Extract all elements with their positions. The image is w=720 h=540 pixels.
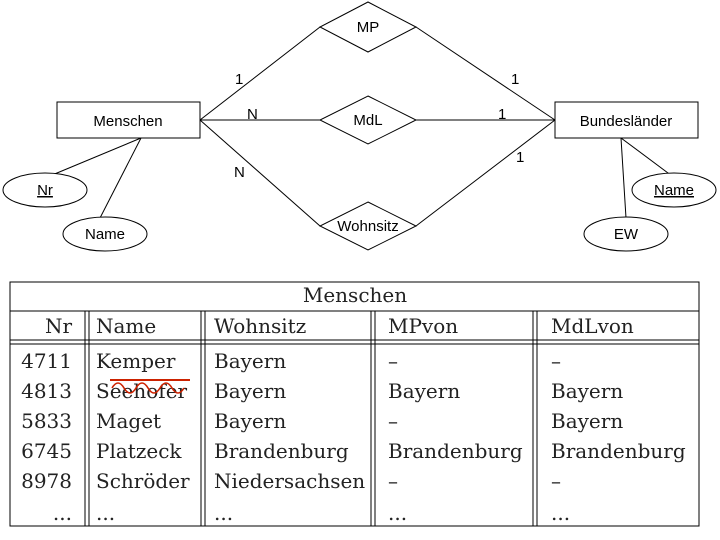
entity-menschen: Menschen [56,101,201,139]
relationship-mp: MP [318,1,418,53]
table-cell: – [388,409,398,433]
entity-bundeslaender: Bundesländer [554,101,699,139]
table-cell: Kemper [96,349,176,373]
column-header: Wohnsitz [214,314,306,338]
table-row: ............... [53,501,570,525]
table-row: 5833 Maget Bayern – Bayern [21,409,623,433]
svg-text:Name: Name [654,182,694,199]
svg-text:EW: EW [614,226,639,243]
cardinality-mp-bundeslaender: 1 [511,71,519,88]
cardinality-wohnsitz-bundeslaender: 1 [516,149,524,166]
relationship-wohnsitz: Wohnsitz [318,201,418,251]
table-cell: Bayern [214,379,286,403]
er-diagram: Menschen Bundesländer MP MdL Wohnsitz Nr… [2,1,717,252]
table-cell: Bayern [214,409,286,433]
table-cell: 4711 [21,349,72,373]
relationship-mdl: MdL [318,95,418,145]
attribute-bundeslaender-ew: EW [583,216,669,252]
table-cell: 6745 [21,439,72,463]
table-cell: Bayern [388,379,460,403]
table-header-row: Nr Name Wohnsitz MPvon MdLvon [45,314,634,338]
table-cell: ... [53,501,72,525]
svg-text:MdL: MdL [353,112,382,129]
svg-text:Nr: Nr [37,182,53,199]
table-cell: Niedersachsen [214,469,365,493]
table-row: 6745 Platzeck Brandenburg Brandenburg Brande… [21,439,686,463]
column-header: Nr [45,314,73,338]
table-cell: Bayern [551,379,623,403]
attribute-menschen-nr: Nr [2,172,88,208]
table-cell: Maget [96,409,161,433]
table-cell: Brandenburg [388,439,523,463]
column-header: Name [96,314,156,338]
table-cell: – [551,349,561,373]
svg-text:Name: Name [85,226,125,243]
table-cell: Brandenburg [214,439,349,463]
table-cell: ... [96,501,115,525]
cardinality-wohnsitz-menschen: N [234,164,245,181]
column-header: MPvon [388,314,458,338]
table-title: Menschen [303,283,407,307]
table-cell: ... [551,501,570,525]
table-cell: – [551,469,561,493]
table-cell: ... [388,501,407,525]
attribute-menschen-name: Name [62,216,148,252]
er-connections [44,26,673,227]
attribute-bundeslaender-name: Name [631,172,717,208]
table-cell: Schröder [96,469,190,493]
table-cell: Bayern [214,349,286,373]
svg-text:MP: MP [357,19,380,36]
table-grid [9,281,700,527]
svg-text:Wohnsitz: Wohnsitz [337,218,398,235]
table-cell: 5833 [21,409,72,433]
table-cell: Brandenburg [551,439,686,463]
table-cell: ... [214,501,233,525]
table-cell: – [388,469,398,493]
table-cell: 4813 [21,379,72,403]
svg-text:Menschen: Menschen [93,113,162,130]
table-cell: Platzeck [96,439,182,463]
table-cell: Bayern [551,409,623,433]
svg-text:Bundesländer: Bundesländer [580,113,673,130]
column-header: MdLvon [551,314,634,338]
cardinality-mp-menschen: 1 [235,71,243,88]
table-row: 4711 Kemper Bayern – – [21,349,561,373]
cardinality-mdl-menschen: N [247,106,258,123]
cardinality-mdl-bundeslaender: 1 [498,106,506,123]
table-cell: 8978 [21,469,72,493]
table-cell: – [388,349,398,373]
handwritten-correction [110,379,190,394]
